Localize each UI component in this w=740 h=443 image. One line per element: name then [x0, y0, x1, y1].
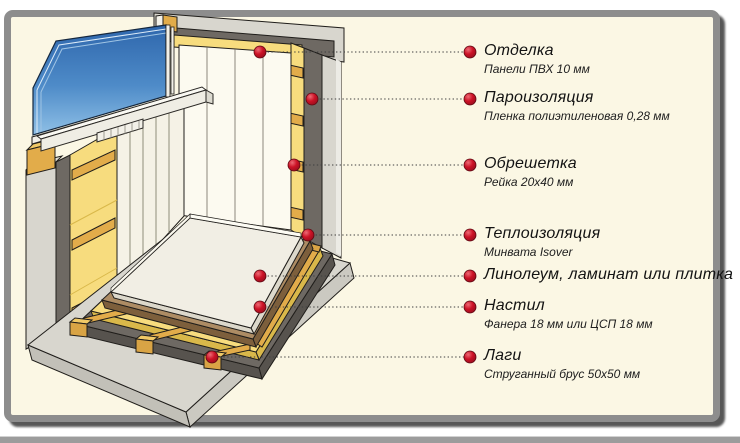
- label-dot-5: [463, 269, 477, 283]
- annotation-decking: Настил Фанера 18 мм или ЦСП 18 мм: [484, 297, 653, 331]
- annotation-floor-covering: Линолеум, ламинат или плитка: [484, 266, 733, 284]
- leader-lines: [212, 51, 470, 358]
- floor-joist-1: [68, 307, 127, 338]
- annotation-subtitle: Панели ПВХ 10 мм: [484, 62, 590, 76]
- bottom-strip: [0, 436, 740, 443]
- diagram-dot-6: [253, 300, 267, 314]
- window-sill: [35, 86, 214, 152]
- annotation-thermal-insulation: Теплоизоляция Минвата Isover: [484, 225, 600, 259]
- diagram-dot-5: [253, 269, 267, 283]
- annotation-title: Теплоизоляция: [484, 225, 601, 242]
- window-frame-posts: [165, 24, 175, 98]
- label-dot-6: [463, 300, 477, 314]
- annotation-subtitle: Фанера 18 мм или ЦСП 18 мм: [484, 317, 653, 331]
- annotation-title: Настил: [484, 297, 545, 314]
- annotation-title: Обрешетка: [484, 155, 577, 172]
- sill-molding: [96, 118, 144, 143]
- annotation-subtitle: Пленка полиэтиленовая 0,28 мм: [484, 109, 670, 123]
- diagram-dot-4: [301, 228, 315, 242]
- lathing-rail-2: [71, 217, 116, 251]
- post-outer-left: [25, 155, 64, 350]
- wall-pvc-panels-back: [178, 44, 292, 231]
- wall-outer-concrete: [321, 54, 342, 259]
- annotation-title: Линолеум, ламинат или плитка: [484, 266, 734, 283]
- diagram-dot-2: [305, 92, 319, 106]
- diagram-dot-1: [253, 45, 267, 59]
- label-dot-4: [463, 228, 477, 242]
- annotation-subtitle: Струганный брус 50х50 мм: [484, 367, 641, 381]
- annotation-subtitle: Минвата Isover: [484, 245, 573, 259]
- label-dot-3: [463, 158, 477, 172]
- annotation-joists: Лаги Струганный брус 50х50 мм: [484, 347, 640, 381]
- annotation-vapor-barrier: Пароизоляция Пленка полиэтиленовая 0,28 …: [484, 89, 670, 123]
- label-dot-2: [463, 92, 477, 106]
- label-dot-1: [463, 45, 477, 59]
- label-dot-7: [463, 350, 477, 364]
- diagram-dot-3: [287, 158, 301, 172]
- annotation-finishing: Отделка Панели ПВХ 10 мм: [484, 42, 590, 76]
- wall-concrete-dark: [303, 47, 323, 249]
- annotation-subtitle: Рейка 20х40 мм: [484, 175, 574, 189]
- annotation-lathing: Обрешетка Рейка 20х40 мм: [484, 155, 577, 189]
- marker-dots: [205, 45, 477, 364]
- annotation-title: Лаги: [484, 347, 522, 364]
- annotation-title: Пароизоляция: [484, 89, 594, 106]
- annotation-title: Отделка: [484, 42, 554, 59]
- window-glass: [32, 24, 167, 136]
- lathing-rail-1: [71, 149, 116, 181]
- wall-dark-left: [55, 154, 71, 334]
- diagram-dot-7: [205, 350, 219, 364]
